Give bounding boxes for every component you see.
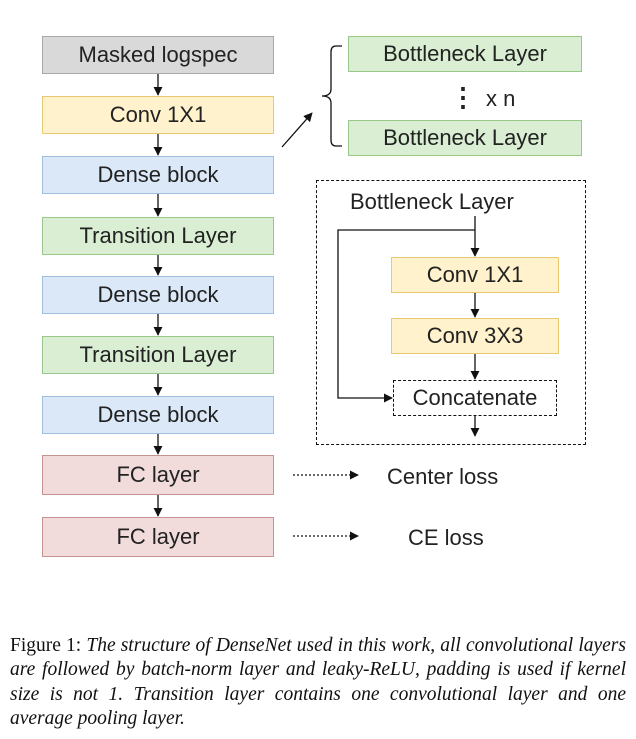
skip-connection-arrow [337, 229, 475, 403]
figure-caption-text: The structure of DenseNet used in this w… [10, 634, 626, 730]
masked-logspec-box: Masked logspec [42, 36, 274, 74]
bottleneck-layer-top-box: Bottleneck Layer [348, 36, 582, 72]
dense-block-1-box: Dense block [42, 156, 274, 194]
bottleneck-conv-3x3-box: Conv 3X3 [391, 318, 559, 354]
bottleneck-conv-3x3-label: Conv 3X3 [426, 323, 524, 348]
bottleneck-detail-title: Bottleneck Layer [350, 189, 514, 214]
repeat-count-label: x n [486, 86, 516, 111]
ce-loss-label: CE loss [408, 525, 484, 550]
arrow-dense-to-expansion [281, 112, 313, 148]
transition-layer-2-label: Transition Layer [79, 342, 237, 367]
dense-block-3-box: Dense block [42, 396, 274, 434]
concatenate-label: Concatenate [412, 385, 538, 410]
conv-1x1-box: Conv 1X1 [42, 96, 274, 134]
bottleneck-layer-bottom-label: Bottleneck Layer [383, 125, 547, 150]
transition-layer-2-box: Transition Layer [42, 336, 274, 374]
figure-caption: Figure 1: The structure of DenseNet used… [10, 634, 626, 732]
concatenate-box: Concatenate [393, 380, 557, 416]
bottleneck-conv-1x1-box: Conv 1X1 [391, 257, 559, 293]
fc-layer-1-box: FC layer [42, 455, 274, 495]
masked-logspec-label: Masked logspec [78, 42, 238, 67]
conv-1x1-label: Conv 1X1 [109, 102, 207, 127]
dense-block-2-label: Dense block [97, 282, 219, 307]
curly-brace-icon [321, 45, 342, 147]
bottleneck-detail-panel [316, 180, 586, 445]
bottleneck-layer-top-label: Bottleneck Layer [383, 41, 547, 66]
bottleneck-conv-1x1-label: Conv 1X1 [426, 262, 524, 287]
connector-lines [153, 45, 480, 541]
figure-caption-prefix: Figure 1: [10, 634, 87, 656]
bottleneck-layer-bottom-box: Bottleneck Layer [348, 120, 582, 156]
dense-block-1-label: Dense block [97, 162, 219, 187]
dense-block-3-label: Dense block [97, 402, 219, 427]
fc-layer-1-label: FC layer [116, 462, 200, 487]
transition-layer-1-label: Transition Layer [79, 223, 237, 248]
transition-layer-1-box: Transition Layer [42, 217, 274, 255]
dense-block-2-box: Dense block [42, 276, 274, 314]
vertical-ellipsis-icon: ⋮ [450, 82, 476, 112]
center-loss-label: Center loss [387, 464, 499, 489]
fc-layer-2-box: FC layer [42, 517, 274, 557]
fc-layer-2-label: FC layer [116, 524, 200, 549]
